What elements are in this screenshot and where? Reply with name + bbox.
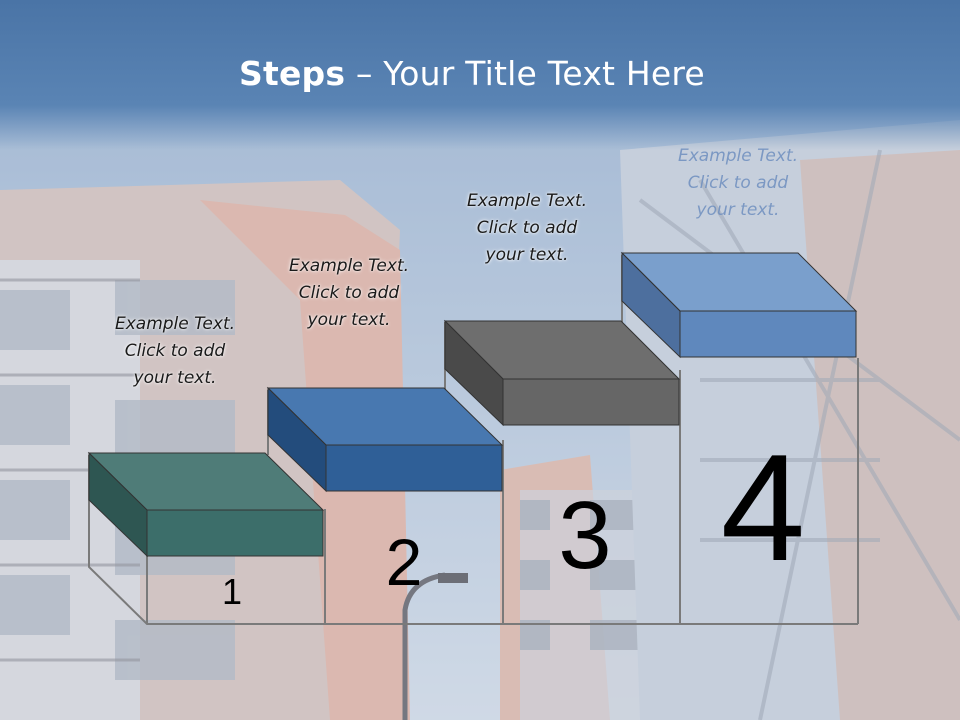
step-2-text-line: your text.	[307, 310, 391, 330]
step-1-text-line: Example Text.	[114, 314, 236, 334]
slide-title[interactable]: Steps – Your Title Text Here	[0, 54, 944, 93]
title-band	[0, 0, 960, 150]
step-4-text-line: Example Text.	[677, 146, 799, 166]
step-2-text-line: Click to add	[298, 283, 400, 303]
step-4-text-line: your text.	[696, 200, 780, 220]
step-4-text[interactable]: Example Text. Click to add your text.	[643, 143, 833, 224]
step-3-text-line: Click to add	[476, 218, 578, 238]
title-bold-text: Steps	[239, 54, 346, 93]
step-1-text-line: Click to add	[124, 341, 226, 361]
step-1-block[interactable]	[87, 451, 325, 558]
step-3-text[interactable]: Example Text. Click to add your text.	[432, 188, 622, 269]
step-2-number: 2	[386, 525, 423, 599]
step-3-block[interactable]	[443, 319, 681, 427]
step-4-text-line: Click to add	[687, 173, 789, 193]
step-1-text[interactable]: Example Text. Click to add your text.	[80, 311, 270, 392]
step-4-block[interactable]	[620, 251, 858, 359]
step-4-number: 4	[721, 423, 806, 593]
step-2-text[interactable]: Example Text. Click to add your text.	[254, 253, 444, 334]
step-2-text-line: Example Text.	[288, 256, 410, 276]
step-2-block[interactable]	[266, 386, 504, 493]
step-3-text-line: your text.	[485, 245, 569, 265]
step-3-text-line: Example Text.	[466, 191, 588, 211]
step-1-text-line: your text.	[133, 368, 217, 388]
title-text: – Your Title Text Here	[345, 54, 705, 93]
step-3-number: 3	[558, 482, 611, 589]
step-1-number: 1	[222, 571, 242, 612]
